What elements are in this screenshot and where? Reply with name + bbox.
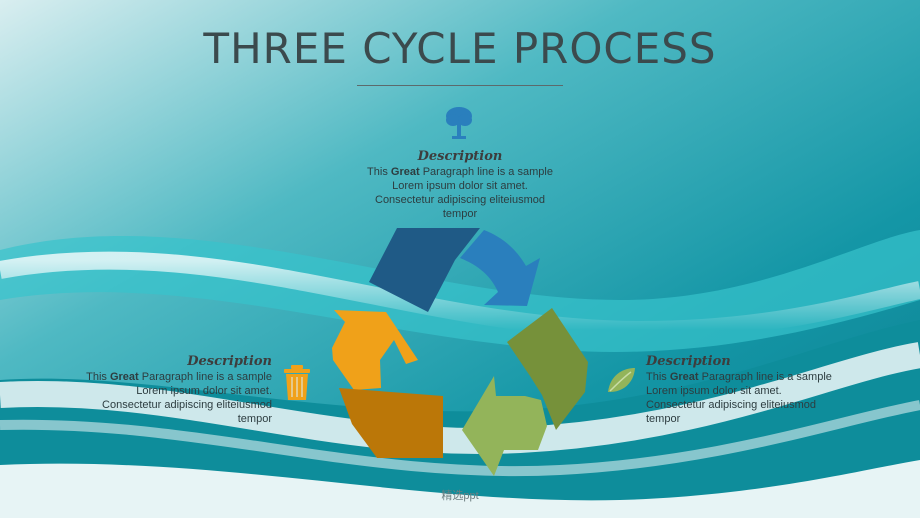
description-line-1: This Great Paragraph line is a sample — [646, 370, 866, 384]
description-line-4: tempor — [442, 208, 478, 220]
description-heading: Description — [187, 354, 272, 369]
description-line-2: Lorem ipsum dolor sit amet. — [646, 385, 782, 397]
description-line-1: This Great Paragraph line is a sample — [350, 165, 570, 179]
cycle-arrow-blue-light — [460, 230, 540, 306]
cycle-arrow-green-light — [462, 376, 547, 476]
line-suffix: Paragraph line is a sample — [698, 371, 832, 383]
description-line-3: Consectetur adipiscing eliteiusmod — [375, 194, 545, 206]
cycle-arrow-orange-light — [332, 310, 418, 390]
description-line-4: tempor — [646, 413, 681, 425]
description-line-2: Lorem ipsum dolor sit amet. — [392, 180, 528, 192]
cycle-segment-orange-dark — [339, 388, 443, 458]
description-left: Description This Great Paragraph line is… — [60, 355, 272, 426]
line-prefix: This — [367, 166, 391, 178]
cycle-segment-green-dark — [507, 308, 588, 430]
footer-watermark: 精选ppt — [441, 490, 479, 502]
slide-title: THREE CYCLE PROCESS — [203, 24, 717, 73]
line-prefix: This — [86, 371, 110, 383]
line-suffix: Paragraph line is a sample — [138, 371, 272, 383]
description-heading: Description — [417, 149, 503, 164]
description-line-1: This Great Paragraph line is a sample — [60, 370, 272, 384]
leaf-icon — [608, 368, 635, 392]
line-bold: Great — [669, 371, 699, 383]
title-underline — [357, 85, 563, 86]
cycle-segment-blue-dark — [369, 228, 480, 312]
recycle-cycle-diagram — [332, 228, 588, 476]
tree-icon — [446, 107, 472, 139]
description-line-4: tempor — [237, 413, 272, 425]
description-top: Description This Great Paragraph line is… — [350, 150, 570, 221]
description-line-3: Consectetur adipiscing eliteiusmod — [102, 399, 272, 411]
line-prefix: This — [646, 371, 670, 383]
line-suffix: Paragraph line is a sample — [419, 166, 553, 178]
line-bold: Great — [390, 166, 420, 178]
description-line-2: Lorem ipsum dolor sit amet. — [136, 385, 272, 397]
trash-icon — [284, 365, 310, 400]
description-right: Description This Great Paragraph line is… — [646, 355, 866, 426]
description-line-3: Consectetur adipiscing eliteiusmod — [646, 399, 816, 411]
description-heading: Description — [646, 354, 731, 369]
line-bold: Great — [109, 371, 139, 383]
